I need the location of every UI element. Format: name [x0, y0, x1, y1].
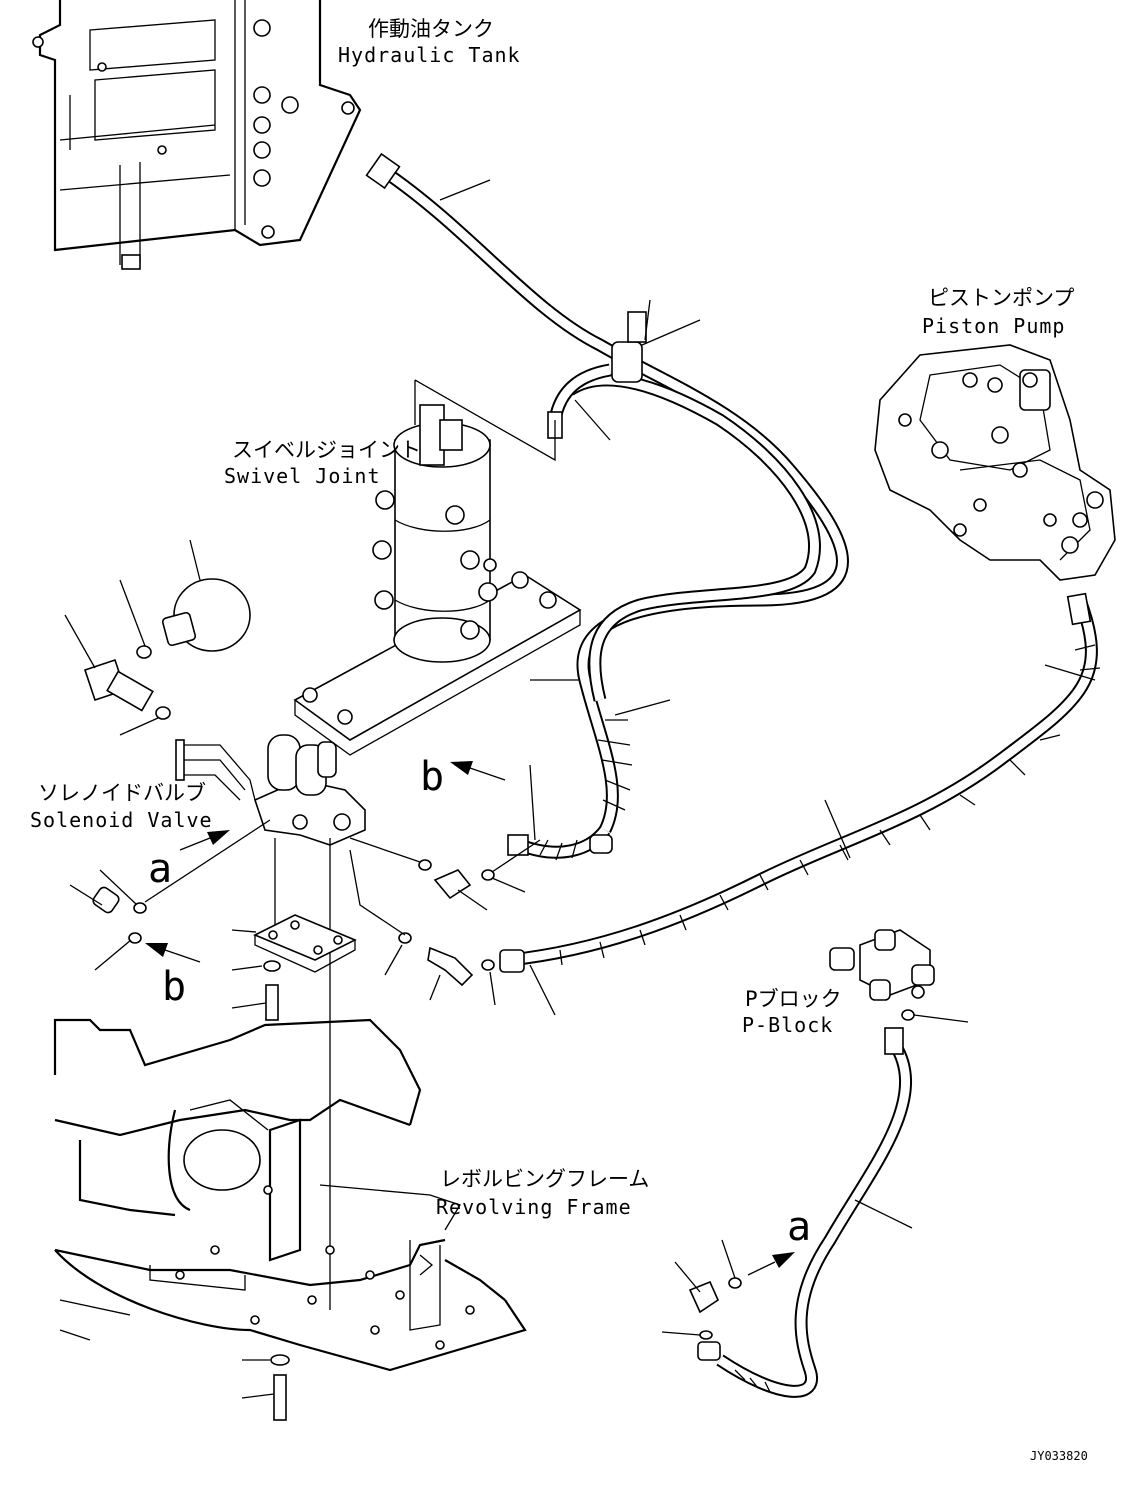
- valve-fittings: [69, 859, 526, 1006]
- hydraulic-tank-label-jp: 作動油タンク: [368, 17, 494, 41]
- leader-lines: [439, 179, 1096, 1229]
- p-block: [829, 929, 969, 1023]
- solenoid-valve-label-jp: ソレノイドバルブ: [38, 781, 206, 805]
- hose-b-end: [507, 825, 613, 861]
- arrow-b-valve: [145, 943, 201, 963]
- accumulator: [136, 539, 251, 659]
- revolving-frame-label-jp: レボルビングフレーム: [440, 1167, 649, 1191]
- valve-leader-lines: [144, 819, 541, 1310]
- swivel-joint-label-jp: スイベルジョイント: [232, 438, 421, 462]
- swivel-joint-label-en: Swivel Joint: [224, 464, 381, 488]
- revolving-frame: [53, 1018, 527, 1372]
- p-block-fitting: [661, 1239, 742, 1340]
- p-block-label-en: P-Block: [742, 1013, 833, 1037]
- drawing-code: JY033820: [1030, 1449, 1088, 1463]
- pressure-switch: [64, 579, 171, 736]
- swivel-joint: [293, 379, 582, 756]
- hydraulic-tank: [32, 0, 362, 270]
- ref-a-pblock: a: [787, 1204, 811, 1250]
- revolving-frame-label-en: Revolving Frame: [436, 1195, 632, 1219]
- arrow-a-pblock: [747, 1252, 795, 1276]
- mounting-plate: [231, 914, 357, 1421]
- ref-b-hose: b: [420, 754, 444, 800]
- ref-a-valve: a: [148, 846, 172, 892]
- piston-pump-label-jp: ピストンポンプ: [928, 286, 1074, 310]
- arrow-a-valve: [179, 830, 230, 851]
- arrow-b-hose: [450, 761, 506, 781]
- hose-pump-to-valve: [499, 592, 1101, 973]
- solenoid-valve-label-en: Solenoid Valve: [30, 808, 213, 832]
- hydraulic-tank-label-en: Hydraulic Tank: [338, 43, 521, 67]
- piston-pump: [874, 344, 1116, 581]
- solenoid-valve: [175, 734, 366, 846]
- p-block-label-jp: Pブロック: [745, 987, 842, 1011]
- hose-pblock: [697, 1027, 912, 1398]
- ref-b-valve: b: [162, 964, 186, 1010]
- hose-tank-to-swivel: [365, 152, 849, 833]
- piston-pump-label-en: Piston Pump: [922, 314, 1065, 338]
